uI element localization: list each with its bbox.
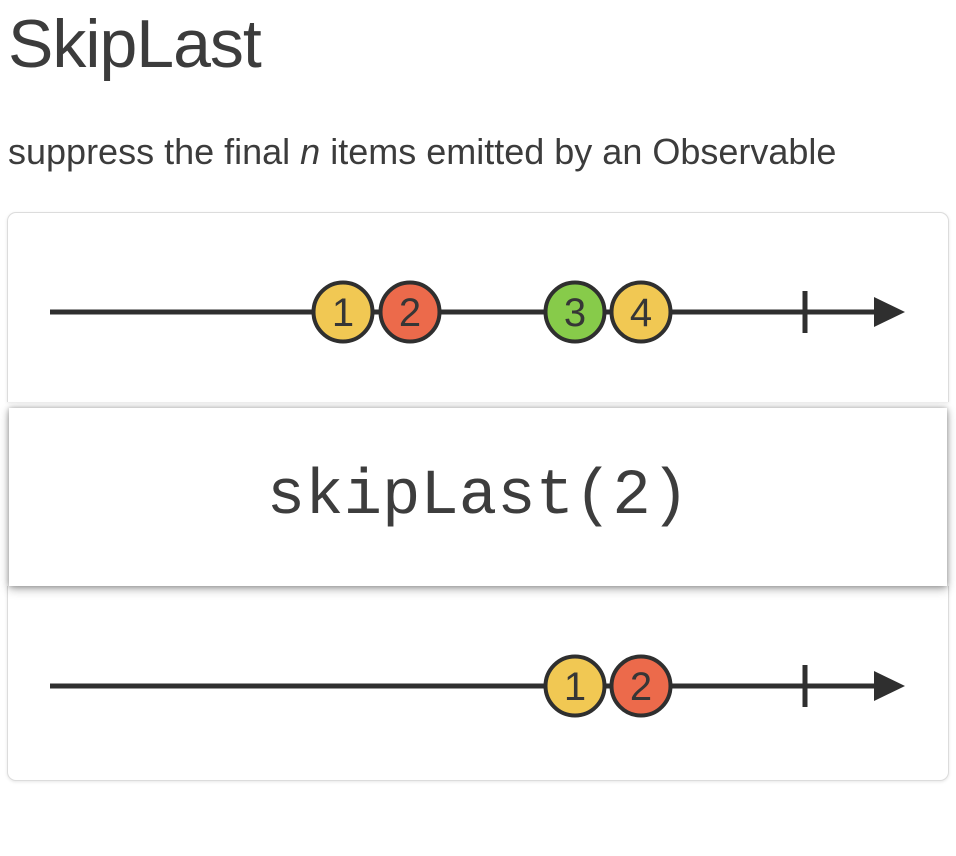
operator-description: suppress the final n items emitted by an…	[0, 128, 850, 176]
marble-circle[interactable]	[378, 280, 442, 344]
marble[interactable]: 4	[609, 280, 673, 344]
marble-circle[interactable]	[609, 654, 673, 718]
marble[interactable]: 2	[609, 654, 673, 718]
marble-label: 2	[399, 291, 421, 335]
description-text-pre: suppress the final	[8, 131, 301, 173]
marble-label: 3	[564, 291, 586, 335]
operator-doc-page: SkipLast suppress the final n items emit…	[0, 6, 956, 782]
marble-label: 1	[332, 291, 354, 335]
timeline-arrowhead-icon	[874, 671, 905, 702]
description-text-post: items emitted by an Observable	[320, 131, 837, 173]
marble-label: 2	[630, 665, 652, 709]
marble-circle[interactable]	[543, 280, 607, 344]
description-variable-n: n	[300, 131, 321, 173]
marble-circle[interactable]	[311, 280, 375, 344]
operator-code: skipLast(2)	[266, 461, 690, 534]
marble[interactable]: 1	[311, 280, 375, 344]
operator-box: skipLast(2)	[9, 408, 947, 587]
page-title: SkipLast	[8, 6, 262, 82]
timeline-arrowhead-icon	[874, 297, 905, 328]
marble-circle[interactable]	[609, 280, 673, 344]
marble[interactable]: 2	[378, 280, 442, 344]
marble-label: 1	[564, 665, 586, 709]
marble-circle[interactable]	[543, 654, 607, 718]
marble[interactable]: 1	[543, 654, 607, 718]
marble[interactable]: 3	[543, 280, 607, 344]
marble-label: 4	[630, 291, 652, 335]
